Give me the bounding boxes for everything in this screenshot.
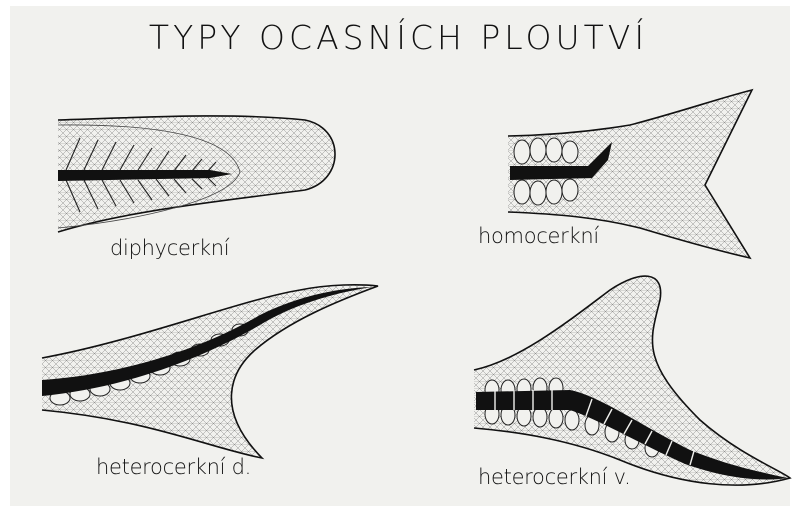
label-diphycercal: diphycerkní — [110, 236, 229, 260]
poster-title: TYPY OCASNÍCH PLOUTVÍ — [0, 18, 797, 57]
label-heterocercal-d: heterocerkní d. — [96, 455, 251, 479]
label-heterocercal-v: heterocerkní v. — [478, 465, 630, 489]
label-homocercal: homocerkní — [478, 224, 599, 248]
